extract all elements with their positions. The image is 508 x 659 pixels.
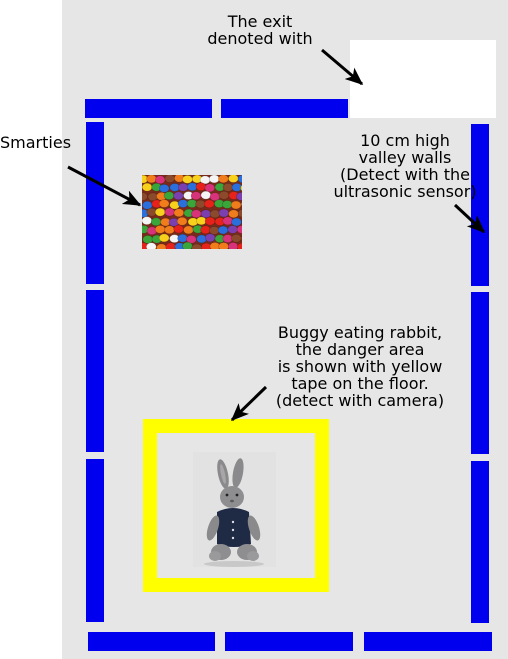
exit-label: The exit denoted with [195, 13, 325, 47]
walls-label-line-3: (Detect with the [340, 165, 470, 184]
rabbit-arrow-icon [230, 385, 268, 422]
rabbit-image [193, 452, 276, 567]
wall-left-bottom [86, 459, 104, 622]
walls-label-line-2: valley walls [358, 148, 452, 167]
wall-right-top [471, 124, 489, 286]
rabbit-label-line-1: Buggy eating rabbit, [277, 323, 443, 342]
walls-label-line-4: ultrasonic sensor) [333, 182, 477, 201]
exit-area [350, 40, 496, 118]
wall-bottom-right [364, 632, 492, 651]
rabbit-label-line-3: is shown with yellow [277, 357, 443, 376]
rabbit-label: Buggy eating rabbit, the danger area is … [262, 324, 458, 409]
walls-label: 10 cm high valley walls (Detect with the… [320, 132, 490, 200]
wall-bottom-middle [225, 632, 353, 651]
wall-right-middle [471, 292, 489, 454]
smarties-arrow-icon [67, 165, 142, 207]
walls-label-line-1: 10 cm high [360, 131, 450, 150]
wall-left-top [86, 122, 104, 284]
smarties-label-text: Smarties [0, 133, 72, 152]
rabbit-label-line-4: tape on the floor. [291, 374, 429, 393]
exit-label-line-1: The exit [227, 12, 293, 31]
smarties-icon [142, 175, 242, 249]
wall-top-left [85, 99, 212, 118]
exit-arrow-icon [321, 48, 364, 86]
wall-right-bottom [471, 461, 489, 623]
wall-left-middle [86, 290, 104, 452]
wall-top-middle [221, 99, 348, 118]
wall-bottom-left [88, 632, 215, 651]
toy-rabbit-icon [204, 458, 264, 567]
exit-label-line-2: denoted with [207, 29, 313, 48]
rabbit-label-line-2: the danger area [295, 340, 425, 359]
smarties-image [142, 175, 242, 249]
walls-arrow-icon [453, 203, 486, 234]
smarties-label: Smarties [0, 134, 71, 151]
rabbit-label-line-5: (detect with camera) [275, 391, 445, 410]
